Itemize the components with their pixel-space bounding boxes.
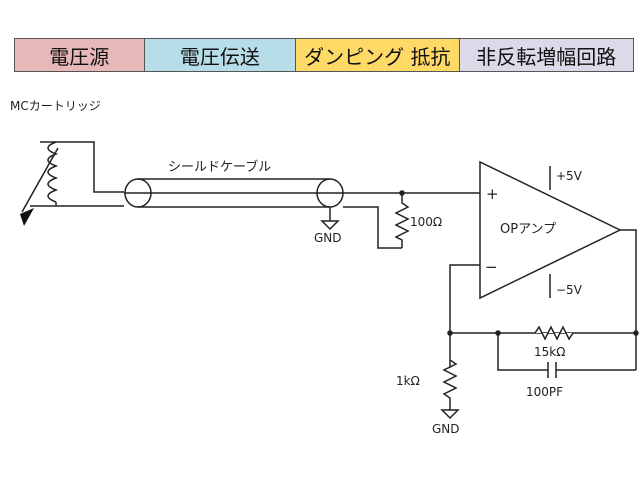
section-voltage-source: 電圧源 (15, 39, 145, 71)
label-damping-resistor: 100Ω (410, 215, 442, 229)
opamp-triangle (479, 160, 622, 300)
wire-feedback-cap (497, 333, 636, 371)
cable-gnd-symbol (320, 220, 340, 231)
shielded-cable (124, 178, 344, 208)
bottom-gnd-symbol (440, 409, 460, 420)
label-vplus: +5V (556, 169, 583, 183)
feedback-cap-symbol (547, 362, 557, 378)
feedback-resistor-symbol (534, 325, 574, 341)
label-bottom-gnd: GND (432, 422, 460, 436)
junction-dot (447, 330, 453, 336)
label-plus-input: + (486, 185, 499, 203)
junction-dot (633, 330, 639, 336)
wire-output (620, 229, 637, 370)
cartridge-arrow-icon (20, 208, 34, 226)
label-opamp: OPアンプ (500, 222, 556, 237)
label-cable: シールドケーブル (168, 159, 271, 175)
ground-resistor-symbol (442, 359, 458, 410)
label-vminus: −5V (556, 283, 583, 297)
wire-minus-input (449, 264, 480, 368)
label-feedback-cap: 100PF (526, 385, 563, 399)
damping-resistor-symbol (343, 193, 410, 249)
label-cable-gnd: GND (314, 231, 342, 245)
section-header-bar: 電圧源 電圧伝送 ダンピング 抵抗 非反転増幅回路 (14, 38, 634, 72)
label-cartridge: MCカートリッジ (10, 99, 101, 113)
section-non-inverting-amp: 非反転増幅回路 (459, 39, 633, 71)
section-voltage-transmission: 電圧伝送 (144, 39, 297, 71)
label-minus-input: − (485, 258, 498, 276)
label-feedback-resistor: 15kΩ (534, 345, 565, 359)
label-ground-resistor: 1kΩ (396, 374, 420, 388)
cartridge-coil (21, 141, 59, 213)
wire-signal-top (56, 141, 124, 193)
section-damping-resistor: ダンピング 抵抗 (296, 39, 460, 71)
